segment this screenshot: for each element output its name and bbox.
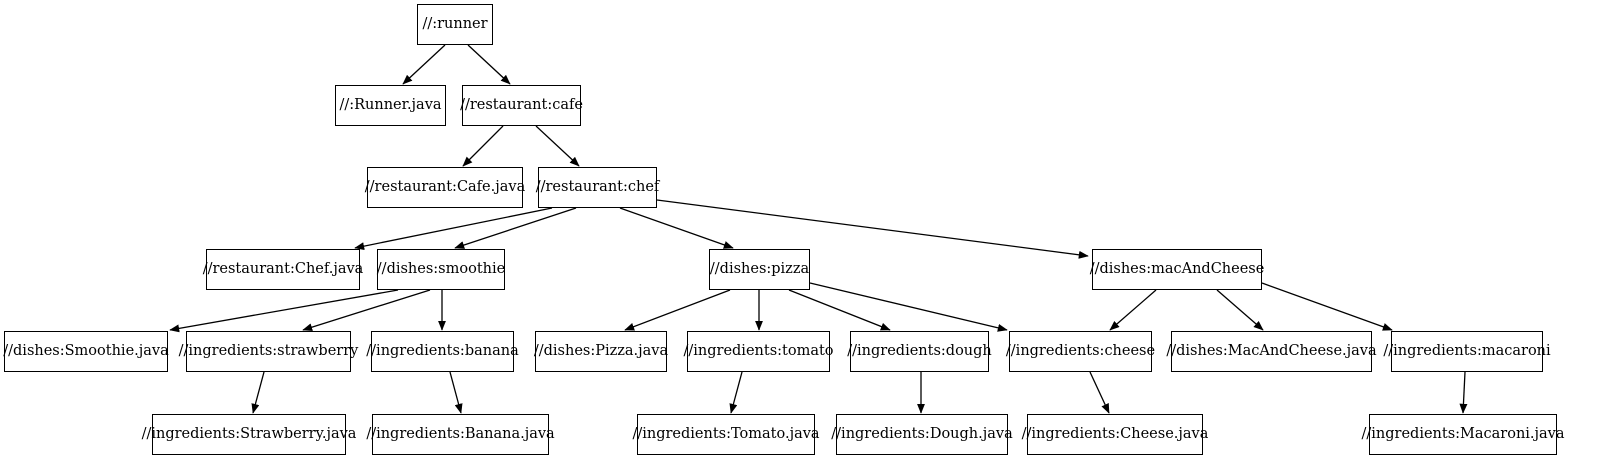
graph-node-label: //restaurant:Chef.java — [202, 261, 364, 278]
graph-edge-ing_tomato-to-tomato_java — [729, 371, 743, 414]
graph-node-strawberry_java[interactable]: //ingredients:Strawberry.java — [142, 414, 356, 455]
graph-node-macaroni_java[interactable]: //ingredients:Macaroni.java — [1362, 414, 1565, 455]
graph-edge-dishes_macandchee-to-ing_macaroni — [1261, 282, 1393, 331]
graph-node-label: //:Runner.java — [339, 97, 442, 114]
graph-node-label: //ingredients:banana — [366, 343, 519, 360]
graph-node-ing_macaroni[interactable]: //ingredients:macaroni — [1383, 331, 1551, 372]
graph-node-label: //dishes:Pizza.java — [533, 343, 669, 360]
graph-node-label: //ingredients:tomato — [683, 343, 834, 360]
graph-node-ing_cheese[interactable]: //ingredients:cheese — [1005, 331, 1156, 372]
graph-node-label: //dishes:smoothie — [376, 261, 506, 278]
graph-edge-dishes_pizza-to-pizza_java — [624, 289, 731, 331]
graph-edge-ing_cheese-to-cheese_java — [1089, 371, 1110, 414]
graph-node-label: //ingredients:dough — [847, 343, 992, 360]
graph-node-ing_strawberry[interactable]: //ingredients:strawberry — [179, 331, 358, 372]
graph-node-label: //dishes:MacAndCheese.java — [1166, 343, 1377, 360]
graph-edge-dishes_macandchee-to-ing_cheese — [1109, 289, 1157, 331]
graph-node-label: //ingredients:Macaroni.java — [1361, 426, 1565, 443]
graph-edge-ing_macaroni-to-macaroni_java — [1459, 371, 1468, 414]
graph-node-label: //dishes:Smoothie.java — [3, 343, 169, 360]
graph-node-label: //:runner — [422, 16, 488, 33]
graph-edge-restaurant_cafe-to-cafe_java — [462, 125, 504, 167]
graph-node-label: //ingredients:Cheese.java — [1021, 426, 1209, 443]
graph-edge-dishes_macandchee-to-macandcheese_java — [1216, 289, 1264, 331]
graph-node-cheese_java[interactable]: //ingredients:Cheese.java — [1022, 414, 1208, 455]
graph-edge-dishes_smoothie-to-smoothie_java — [169, 289, 399, 333]
graph-node-label: //dishes:pizza — [709, 261, 810, 278]
graph-node-label: //ingredients:macaroni — [1383, 343, 1551, 360]
graph-edge-restaurant_chef-to-dishes_smoothie — [454, 207, 577, 249]
graph-node-restaurant_cafe[interactable]: //restaurant:cafe — [460, 85, 583, 126]
graph-node-label: //ingredients:Dough.java — [831, 426, 1013, 443]
graph-node-dishes_pizza[interactable]: //dishes:pizza — [709, 249, 810, 290]
graph-edge-restaurant_chef-to-chef_java — [354, 207, 553, 251]
graph-node-dough_java[interactable]: //ingredients:Dough.java — [831, 414, 1013, 455]
graph-node-label: //restaurant:Cafe.java — [364, 179, 526, 196]
graph-node-smoothie_java[interactable]: //dishes:Smoothie.java — [3, 331, 169, 372]
graph-node-label: //ingredients:Strawberry.java — [141, 426, 357, 443]
graph-node-macandcheese_java[interactable]: //dishes:MacAndCheese.java — [1166, 331, 1377, 372]
graph-node-restaurant_chef[interactable]: //restaurant:chef — [535, 167, 660, 208]
graph-edge-ing_strawberry-to-strawberry_java — [251, 371, 265, 414]
graph-node-label: //ingredients:strawberry — [178, 343, 359, 360]
graph-edge-restaurant_chef-to-dishes_pizza — [619, 207, 734, 249]
graph-edge-runner-to-runner_java — [402, 44, 446, 85]
graph-node-dishes_smoothie[interactable]: //dishes:smoothie — [377, 249, 505, 290]
graph-node-label: //restaurant:chef — [535, 179, 660, 196]
graph-node-tomato_java[interactable]: //ingredients:Tomato.java — [632, 414, 820, 455]
graph-node-runner_java[interactable]: //:Runner.java — [335, 85, 446, 126]
graph-edge-dishes_pizza-to-ing_cheese — [809, 282, 1008, 332]
graph-node-ing_dough[interactable]: //ingredients:dough — [847, 331, 992, 372]
graph-node-chef_java[interactable]: //restaurant:Chef.java — [203, 249, 363, 290]
graph-node-label: //ingredients:Banana.java — [366, 426, 555, 443]
graph-node-ing_tomato[interactable]: //ingredients:tomato — [683, 331, 834, 372]
graph-node-label: //ingredients:cheese — [1005, 343, 1156, 360]
graph-node-label: //dishes:macAndCheese — [1089, 261, 1265, 278]
graph-node-runner[interactable]: //:runner — [417, 4, 493, 45]
graph-node-ing_banana[interactable]: //ingredients:banana — [366, 331, 519, 372]
graph-edge-dishes_pizza-to-ing_dough — [788, 289, 891, 331]
graph-node-dishes_macandchee[interactable]: //dishes:macAndCheese — [1089, 249, 1265, 290]
graph-node-cafe_java[interactable]: //restaurant:Cafe.java — [364, 167, 526, 208]
graph-node-label: //ingredients:Tomato.java — [632, 426, 820, 443]
graph-node-banana_java[interactable]: //ingredients:Banana.java — [366, 414, 555, 455]
graph-edge-runner-to-restaurant_cafe — [467, 44, 511, 85]
graph-edge-restaurant_chef-to-dishes_macandchee — [656, 199, 1089, 259]
graph-edge-restaurant_cafe-to-restaurant_chef — [535, 125, 580, 167]
graph-edge-dishes_smoothie-to-ing_strawberry — [302, 289, 431, 332]
graph-edge-ing_banana-to-banana_java — [449, 371, 463, 414]
graph-node-label: //restaurant:cafe — [460, 97, 583, 114]
graph-node-pizza_java[interactable]: //dishes:Pizza.java — [533, 331, 669, 372]
